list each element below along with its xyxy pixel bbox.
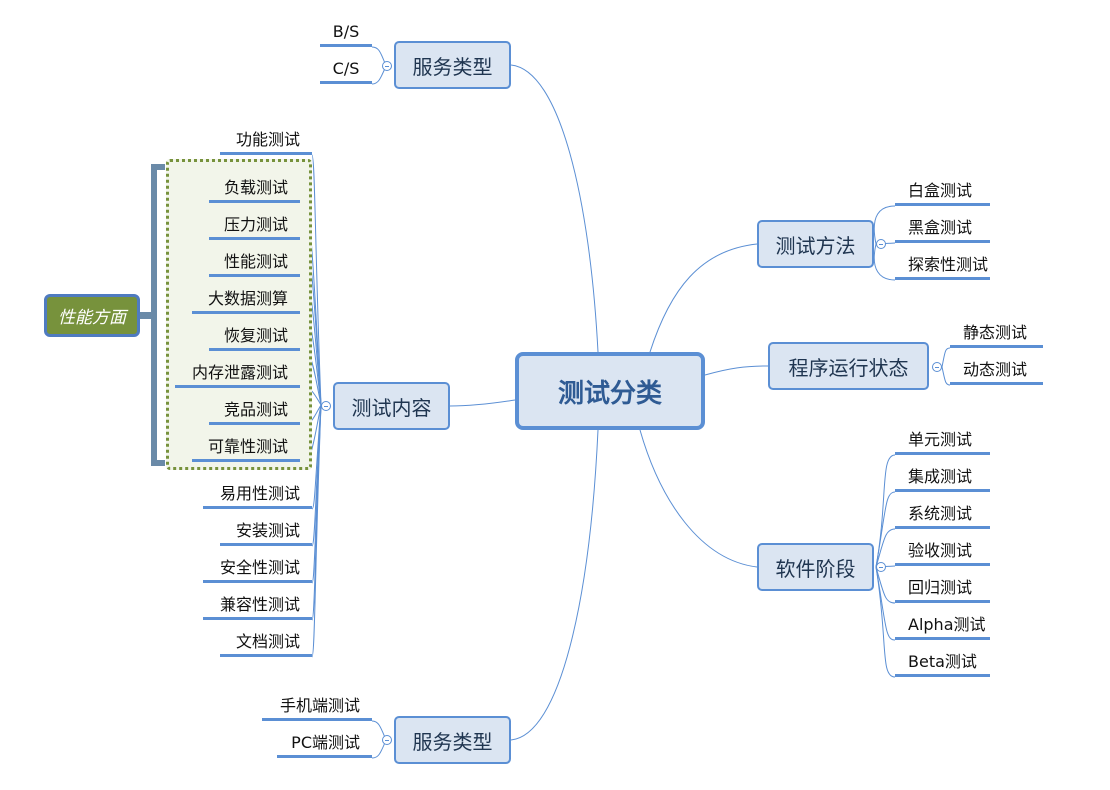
leaf-beta[interactable]: Beta测试 <box>895 651 990 677</box>
service-type-top-node[interactable]: 服务类型 <box>394 41 511 89</box>
leaf-alpha[interactable]: Alpha测试 <box>895 614 990 640</box>
leaf-memory-leak[interactable]: 内存泄露测试 <box>175 362 300 388</box>
collapse-icon[interactable] <box>932 362 942 372</box>
collapse-icon[interactable] <box>382 735 392 745</box>
test-method-node[interactable]: 测试方法 <box>757 220 874 268</box>
leaf-system[interactable]: 系统测试 <box>895 503 990 529</box>
leaf-bigdata[interactable]: 大数据测算 <box>192 288 300 314</box>
leaf-usability[interactable]: 易用性测试 <box>203 483 312 509</box>
leaf-blackbox[interactable]: 黑盒测试 <box>895 217 990 243</box>
leaf-mobile[interactable]: 手机端测试 <box>262 695 372 721</box>
leaf-performance[interactable]: 性能测试 <box>209 251 300 277</box>
leaf-whitebox[interactable]: 白盒测试 <box>895 180 990 206</box>
leaf-recovery[interactable]: 恢复测试 <box>209 325 300 351</box>
leaf-pc[interactable]: PC端测试 <box>277 732 372 758</box>
leaf-integration[interactable]: 集成测试 <box>895 466 990 492</box>
performance-summary-node[interactable]: 性能方面 <box>44 294 140 337</box>
leaf-install[interactable]: 安装测试 <box>220 520 312 546</box>
service-type-bottom-node[interactable]: 服务类型 <box>394 716 511 764</box>
summary-bracket-stem <box>138 312 152 319</box>
performance-boundary <box>166 159 312 470</box>
summary-bracket <box>151 164 165 466</box>
leaf-compatibility[interactable]: 兼容性测试 <box>203 594 312 620</box>
leaf-acceptance[interactable]: 验收测试 <box>895 540 990 566</box>
leaf-functional[interactable]: 功能测试 <box>220 129 312 155</box>
leaf-security[interactable]: 安全性测试 <box>203 557 312 583</box>
collapse-icon[interactable] <box>876 562 886 572</box>
leaf-documentation[interactable]: 文档测试 <box>220 631 312 657</box>
leaf-cs[interactable]: C/S <box>320 58 372 84</box>
collapse-icon[interactable] <box>382 61 392 71</box>
leaf-bs[interactable]: B/S <box>320 21 372 47</box>
leaf-exploratory[interactable]: 探索性测试 <box>895 254 990 280</box>
collapse-icon[interactable] <box>321 401 331 411</box>
leaf-reliability[interactable]: 可靠性测试 <box>192 436 300 462</box>
leaf-static[interactable]: 静态测试 <box>950 322 1043 348</box>
leaf-load[interactable]: 负载测试 <box>209 177 300 203</box>
leaf-stress[interactable]: 压力测试 <box>209 214 300 240</box>
leaf-dynamic[interactable]: 动态测试 <box>950 359 1043 385</box>
leaf-regression[interactable]: 回归测试 <box>895 577 990 603</box>
leaf-unit[interactable]: 单元测试 <box>895 429 990 455</box>
run-state-node[interactable]: 程序运行状态 <box>768 342 929 390</box>
test-content-node[interactable]: 测试内容 <box>333 382 450 430</box>
collapse-icon[interactable] <box>876 239 886 249</box>
root-node[interactable]: 测试分类 <box>515 352 705 430</box>
leaf-competitor[interactable]: 竞品测试 <box>209 399 300 425</box>
software-stage-node[interactable]: 软件阶段 <box>757 543 874 591</box>
